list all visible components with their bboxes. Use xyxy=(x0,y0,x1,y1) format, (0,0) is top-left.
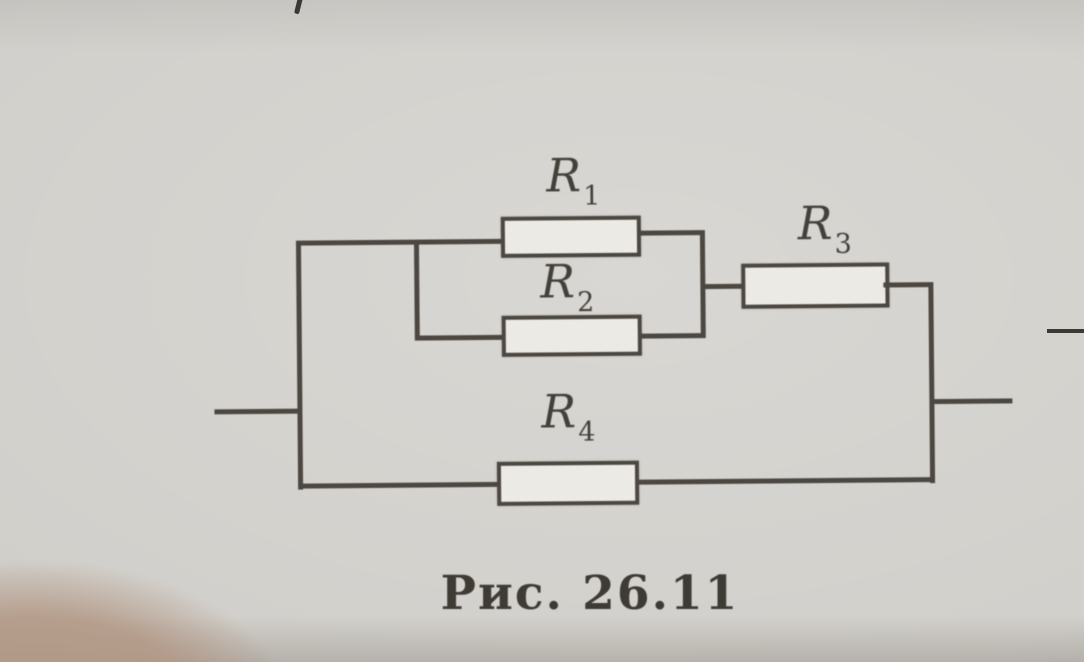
wire-r2-right xyxy=(637,333,705,339)
wire-r3-right xyxy=(883,282,934,288)
label-r3-symbol: R xyxy=(797,195,834,251)
wire-r1-right xyxy=(636,230,705,236)
wire-r3-feed xyxy=(700,283,746,290)
label-r2-subscript: 2 xyxy=(577,287,596,319)
wire-bottom-right xyxy=(635,477,936,485)
figure-caption: Рис. 26.11 xyxy=(440,566,740,621)
label-r1: R1 xyxy=(546,148,602,213)
cropped-line-artifact-right xyxy=(1047,329,1084,333)
wire-inner-vertical xyxy=(413,240,420,341)
terminal-right xyxy=(932,398,1013,405)
terminal-left xyxy=(214,408,301,415)
label-r3: R3 xyxy=(798,196,853,260)
resistor-r2 xyxy=(501,314,642,357)
label-r3-subscript: 3 xyxy=(834,228,853,260)
resistor-r4 xyxy=(496,460,640,506)
wire-left-vertical xyxy=(295,242,304,490)
resistor-r1 xyxy=(500,215,642,258)
resistor-r3 xyxy=(741,262,890,309)
wire-r2-left xyxy=(414,334,507,341)
wire-top xyxy=(295,238,506,246)
label-r4-subscript: 4 xyxy=(578,417,597,449)
label-r2-symbol: R xyxy=(540,254,577,309)
label-r4: R4 xyxy=(541,384,597,449)
label-r2: R2 xyxy=(540,254,596,319)
label-r4-symbol: R xyxy=(541,384,578,439)
label-r1-symbol: R xyxy=(546,148,583,203)
wire-right-vertical xyxy=(928,282,936,484)
label-r1-subscript: 1 xyxy=(583,180,602,213)
wire-bottom-left xyxy=(298,481,502,489)
